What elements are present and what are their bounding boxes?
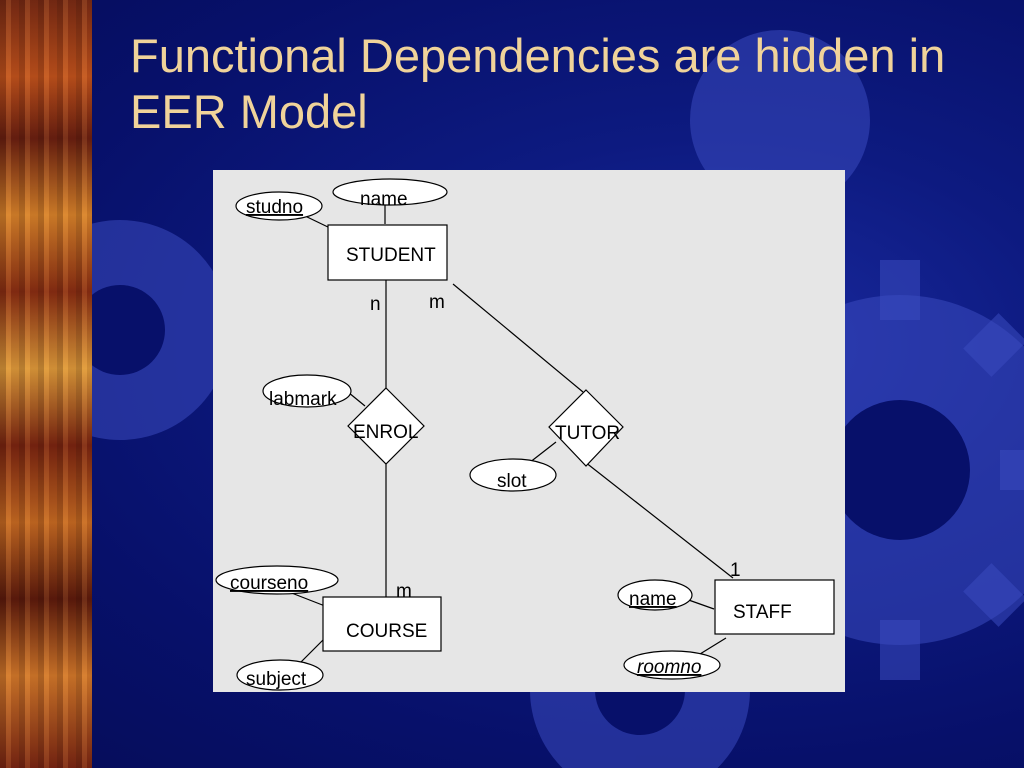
slide-title: Functional Dependencies are hidden in EE… — [130, 29, 946, 138]
entity-course: COURSE — [322, 596, 442, 652]
attribute-labmark: labmark — [262, 374, 352, 410]
line-roomno — [699, 637, 727, 655]
relationship-enrol-label: ENROL — [353, 422, 418, 443]
line-courseno — [288, 591, 326, 607]
line-subject — [300, 637, 326, 663]
relationship-tutor-label: TUTOR — [555, 423, 620, 444]
attribute-student-name: name — [332, 178, 448, 210]
line-student-tutor — [452, 283, 584, 393]
line-tutor-staff — [584, 461, 734, 579]
attribute-slot: slot — [469, 458, 557, 492]
attribute-courseno: courseno — [215, 565, 339, 595]
attribute-subject: subject — [236, 659, 324, 691]
cardinality-student-enrol: n — [370, 294, 381, 315]
line-studno — [302, 214, 331, 229]
relationship-tutor: TUTOR — [548, 389, 624, 467]
cardinality-student-tutor: m — [429, 292, 445, 313]
entity-student-label: STUDENT — [346, 245, 436, 266]
er-diagram-panel: STUDENT COURSE STAFF ENROL TUTOR — [213, 170, 845, 692]
decorative-strip — [0, 0, 92, 768]
attribute-roomno: roomno — [623, 650, 721, 680]
cardinality-course-enrol: m — [396, 581, 412, 602]
gear-icon — [690, 30, 870, 210]
attribute-subject-label: subject — [246, 669, 307, 690]
cardinality-staff-tutor: 1 — [730, 560, 741, 581]
entity-staff: STAFF — [714, 579, 835, 635]
attribute-slot-label: slot — [497, 471, 527, 492]
attribute-labmark-label: labmark — [269, 389, 337, 410]
attribute-studno-label: studno — [246, 197, 303, 218]
attribute-roomno-label: roomno — [637, 657, 701, 678]
line-slot — [528, 441, 557, 464]
attribute-courseno-label: courseno — [230, 573, 308, 594]
entity-staff-label: STAFF — [733, 602, 792, 623]
attribute-student-name-label: name — [360, 189, 408, 210]
relationship-enrol: ENROL — [347, 387, 425, 465]
entity-course-label: COURSE — [346, 621, 427, 642]
er-diagram: STUDENT COURSE STAFF ENROL TUTOR — [215, 178, 835, 691]
entity-student: STUDENT — [327, 224, 448, 281]
attribute-staff-name-label: name — [629, 589, 677, 610]
attribute-studno: studno — [235, 191, 323, 221]
attribute-staff-name: name — [617, 579, 693, 611]
